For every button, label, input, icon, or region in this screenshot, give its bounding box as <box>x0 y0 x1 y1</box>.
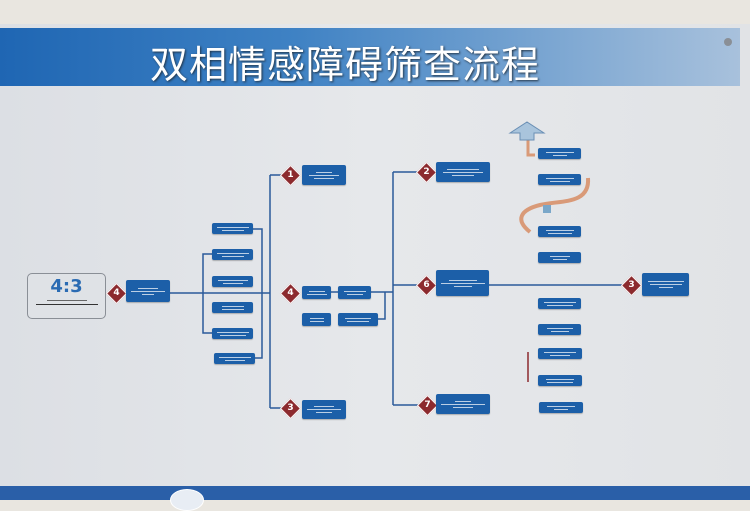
flow-box <box>302 313 331 326</box>
flow-box <box>539 402 583 413</box>
flow-box <box>302 400 346 419</box>
flow-box <box>212 249 253 260</box>
connector-lines <box>170 140 631 409</box>
aspect-ratio-card: 4:3 <box>27 273 106 319</box>
flow-box <box>212 223 253 234</box>
flow-box <box>212 328 253 339</box>
flow-box <box>302 286 331 299</box>
flow-box <box>538 324 581 335</box>
flow-box <box>538 375 582 386</box>
flow-box <box>436 270 489 296</box>
ratio-value: 4:3 <box>50 276 83 297</box>
flow-box <box>538 226 581 237</box>
poster-board <box>0 24 750 500</box>
screw-icon <box>724 38 732 46</box>
flow-box <box>436 162 490 182</box>
flow-box <box>214 353 255 364</box>
flow-box <box>538 348 582 359</box>
title-banner <box>0 28 740 86</box>
flow-box <box>212 302 253 313</box>
flow-box <box>538 252 581 263</box>
flow-box <box>642 273 689 296</box>
flow-box <box>538 148 581 159</box>
page-title: 双相情感障碍筛查流程 <box>150 43 541 87</box>
seal-logo <box>170 489 204 511</box>
flow-box <box>302 165 346 185</box>
house-icon <box>508 121 546 141</box>
flow-box <box>338 313 378 326</box>
flow-box <box>538 174 581 185</box>
flow-box <box>338 286 371 299</box>
footer-band <box>0 486 750 500</box>
flow-box <box>126 280 170 302</box>
flow-box <box>538 298 581 309</box>
flow-box <box>436 394 490 414</box>
flow-box <box>212 276 253 287</box>
